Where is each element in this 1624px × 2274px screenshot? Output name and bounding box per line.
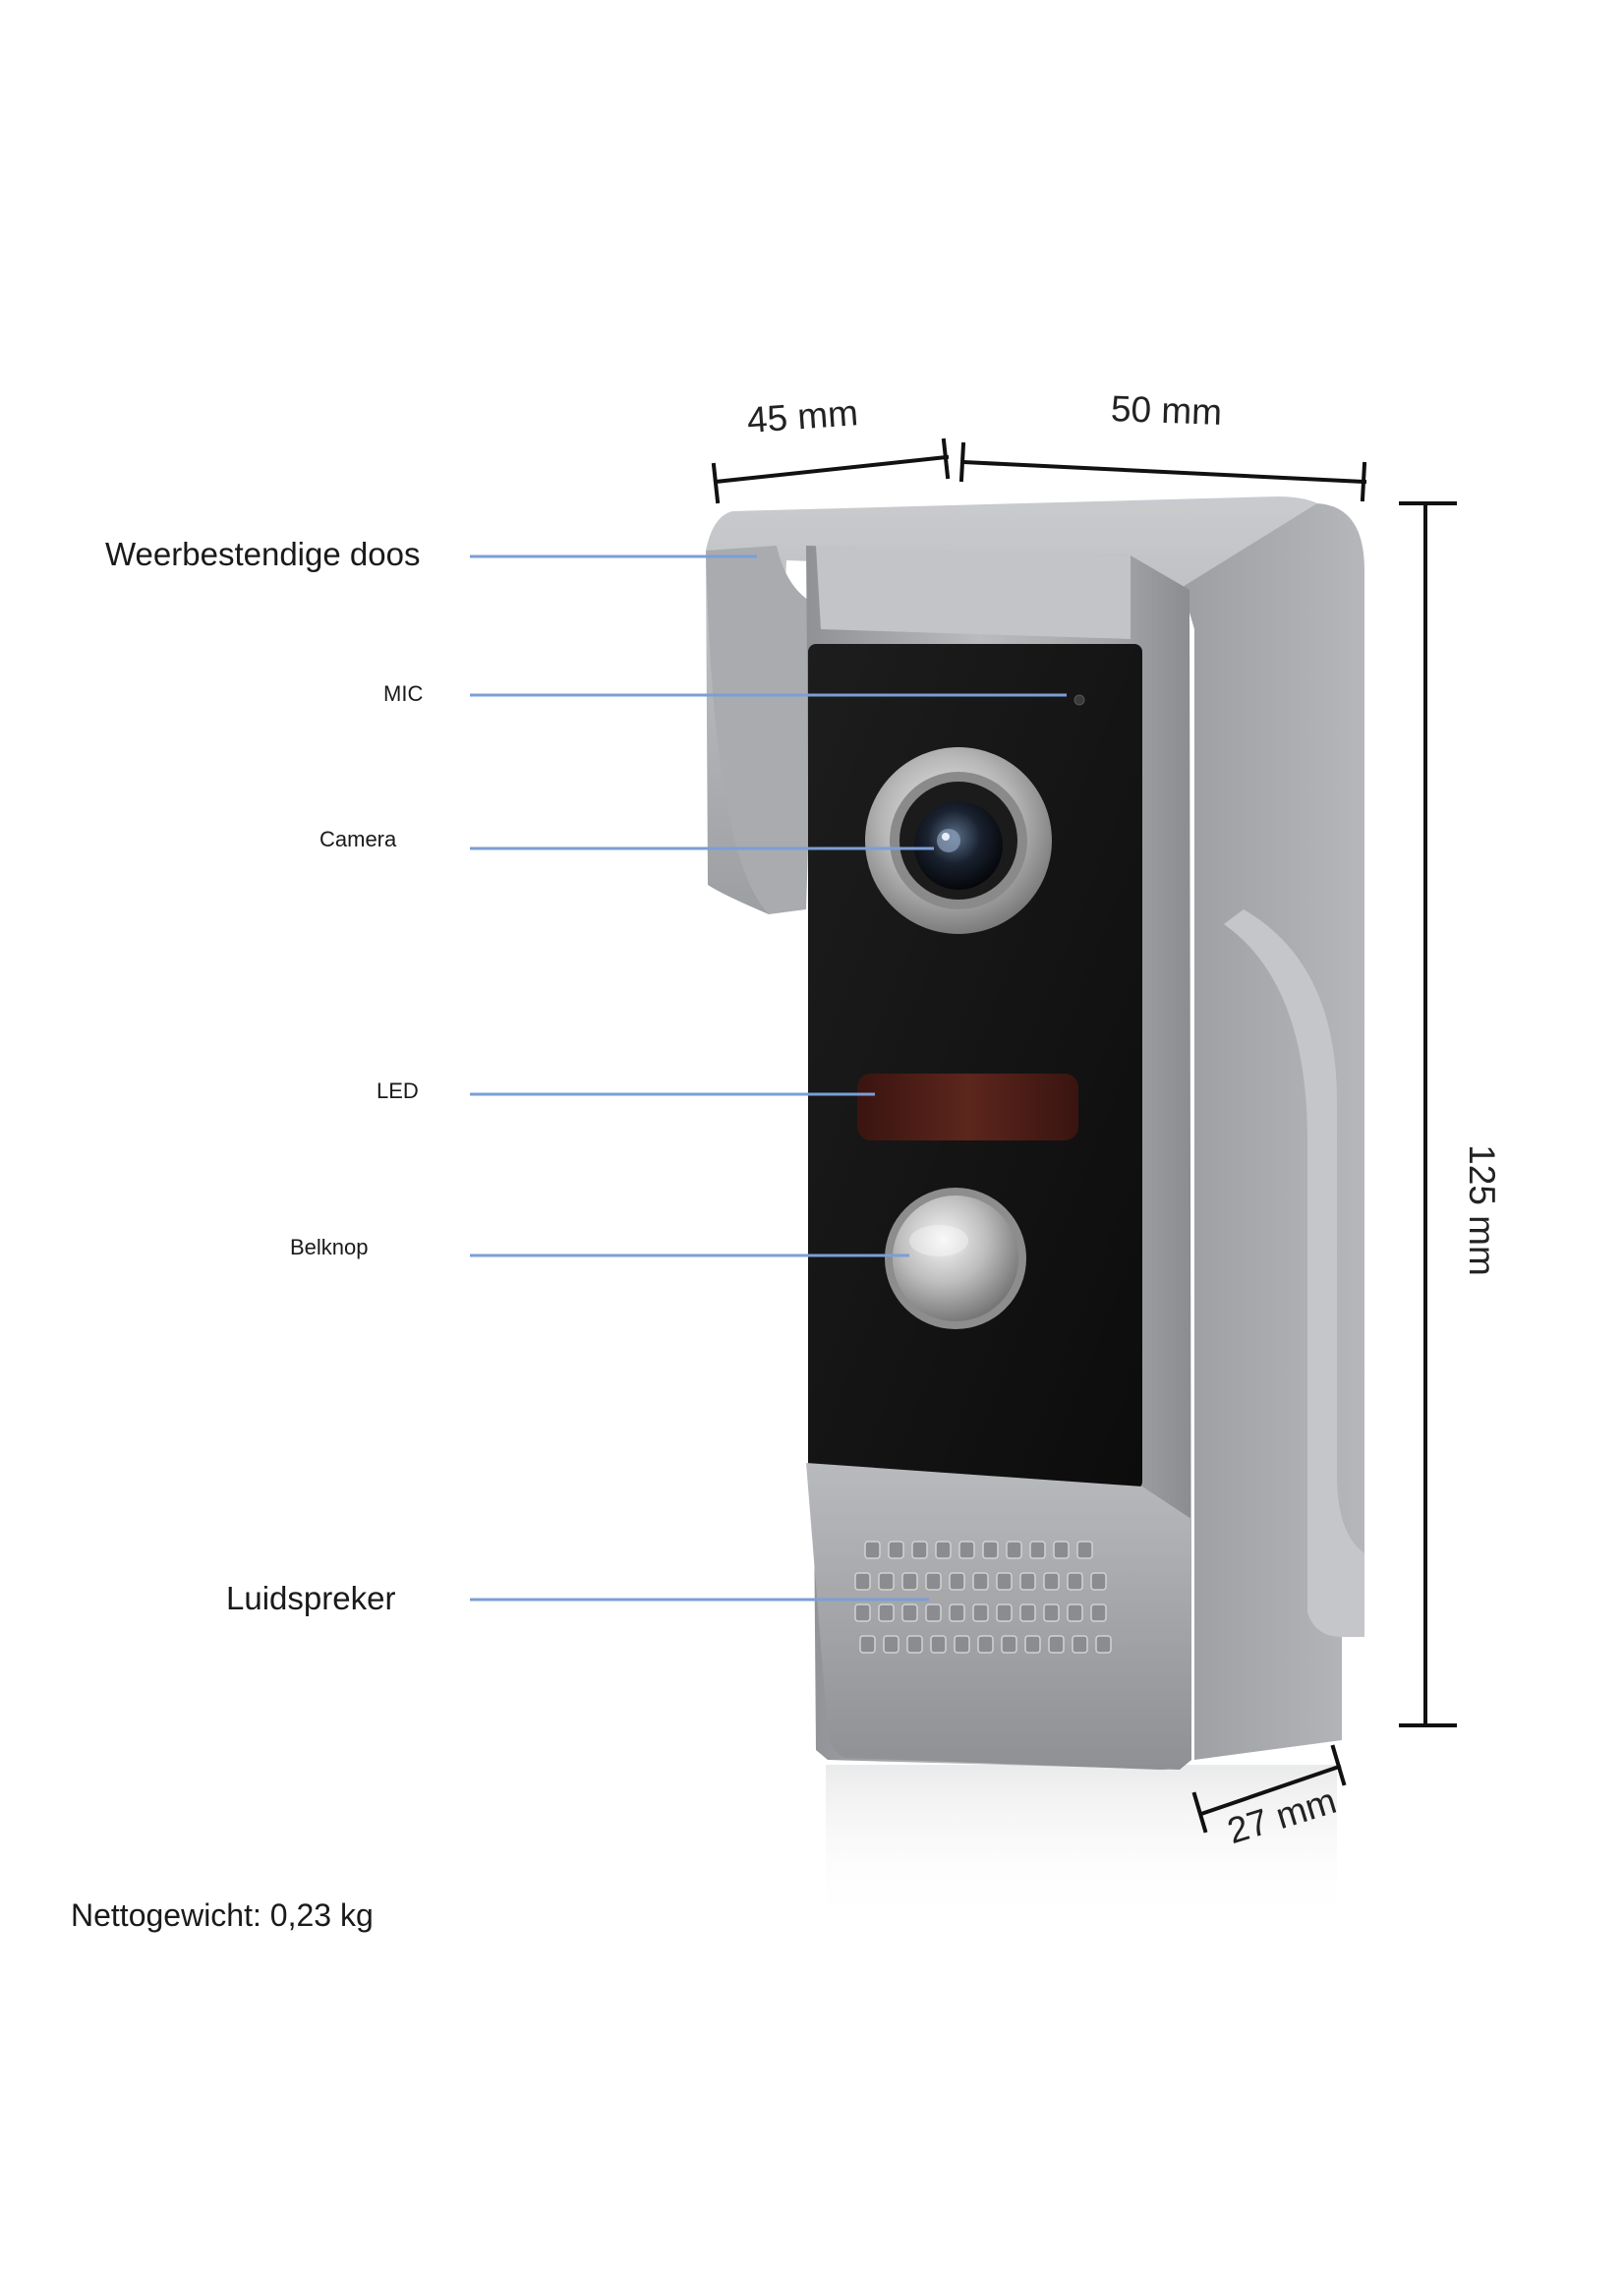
camera-assembly (865, 747, 1052, 934)
grille-hole (864, 1541, 881, 1559)
grille-hole (859, 1635, 876, 1654)
grille-hole (1072, 1635, 1088, 1654)
dimension-50mm: 50 mm (1110, 388, 1223, 433)
grille-hole (911, 1541, 928, 1559)
label-weatherproof-box: Weerbestendige doos (105, 536, 421, 572)
dim-line-50mm (960, 459, 1367, 485)
hood-side-rim (1224, 909, 1364, 1637)
dimension-125mm: 125 mm (1461, 1144, 1502, 1276)
grille-hole (958, 1541, 975, 1559)
grille-hole (954, 1635, 970, 1654)
grille-hole (1067, 1603, 1083, 1622)
callout-lines (470, 554, 1067, 1602)
grille-hole (1019, 1572, 1036, 1591)
grille-hole (1067, 1572, 1083, 1591)
net-weight: Nettogewicht: 0,23 kg (71, 1897, 374, 1933)
grille-hole (996, 1603, 1013, 1622)
grille-hole (854, 1572, 871, 1591)
grille-hole (883, 1635, 899, 1654)
grille-hole (1090, 1572, 1107, 1591)
grille-hole (1076, 1541, 1093, 1559)
grille-hole (1095, 1635, 1112, 1654)
led-window (857, 1074, 1078, 1140)
grille-hole (1053, 1541, 1070, 1559)
dim-line-45mm (713, 454, 950, 485)
grille-hole (925, 1572, 942, 1591)
grille-hole (982, 1541, 999, 1559)
grille-hole (935, 1541, 952, 1559)
grille-hole (1019, 1603, 1036, 1622)
grille-hole (972, 1572, 989, 1591)
grille-hole (888, 1541, 904, 1559)
grille-hole (949, 1603, 965, 1622)
grille-hole (925, 1603, 942, 1622)
grille-hole (977, 1635, 994, 1654)
mic-hole (1073, 694, 1085, 706)
grille-hole (906, 1635, 923, 1654)
grille-hole (901, 1572, 918, 1591)
label-speaker: Luidspreker (226, 1580, 396, 1616)
hood-left (706, 546, 816, 914)
grille-hole (1001, 1635, 1017, 1654)
grille-hole (878, 1572, 895, 1591)
grille-hole (1043, 1572, 1060, 1591)
bell-button-assembly (885, 1188, 1026, 1329)
grille-hole (1024, 1635, 1041, 1654)
label-mic: MIC (383, 681, 424, 706)
dimension-45mm: 45 mm (745, 392, 860, 440)
dim-line-27mm (1198, 1764, 1342, 1817)
grille-hole (1048, 1635, 1065, 1654)
grille-hole (996, 1572, 1013, 1591)
grille-hole (1006, 1541, 1022, 1559)
label-led: LED (377, 1079, 419, 1103)
grille-hole (1043, 1603, 1060, 1622)
grille-hole (1029, 1541, 1046, 1559)
grille-hole (949, 1572, 965, 1591)
label-bell-button: Belknop (290, 1235, 369, 1259)
label-camera: Camera (319, 827, 397, 851)
grille-hole (901, 1603, 918, 1622)
grille-hole (878, 1603, 895, 1622)
grille-hole (972, 1603, 989, 1622)
floor-reflection (826, 1765, 1337, 1927)
grille-hole (854, 1603, 871, 1622)
speaker-grille (854, 1541, 1112, 1654)
grille-hole (1090, 1603, 1107, 1622)
dimension-lines (711, 437, 1457, 1834)
hood-inner-shelf (816, 546, 1131, 639)
grille-hole (930, 1635, 947, 1654)
